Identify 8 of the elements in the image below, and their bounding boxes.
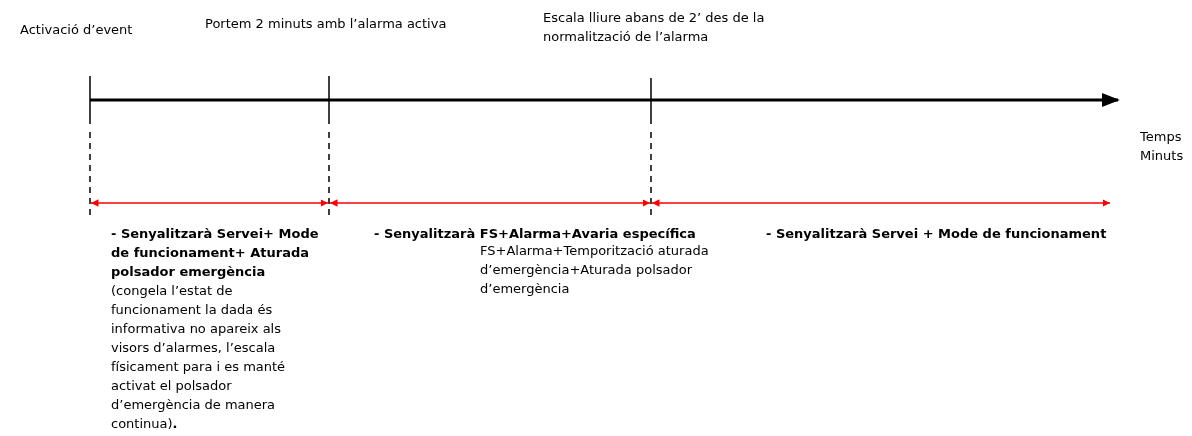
description-text: - Senyalitzarà Servei + Mode de funcionament [766, 225, 1107, 243]
description-text: - Senyalitzarà FS+Alarma+Avaria específica [374, 225, 696, 243]
period-label: Portem 2 minuts amb l’alarma activa [205, 15, 447, 33]
axis-label: Temps Minuts [1140, 128, 1185, 165]
period-label: Escala lliure abans de 2’ des de la normalització de l’alarma [543, 9, 766, 46]
description-text: FS+Alarma+Temporització aturada d’emergència+Aturada polsador d’emergència [480, 242, 710, 298]
event-label: Activació d’event [20, 21, 133, 39]
description-text: - Senyalitzarà Servei+ Mode de funcionament+ Aturada polsador emergència (congela l’estat de funcionament la dada és informativa no apareix als visors d’alarmes, l’escala físicament para i es manté activat el polsador d’emergència de manera continua). [111, 225, 320, 433]
